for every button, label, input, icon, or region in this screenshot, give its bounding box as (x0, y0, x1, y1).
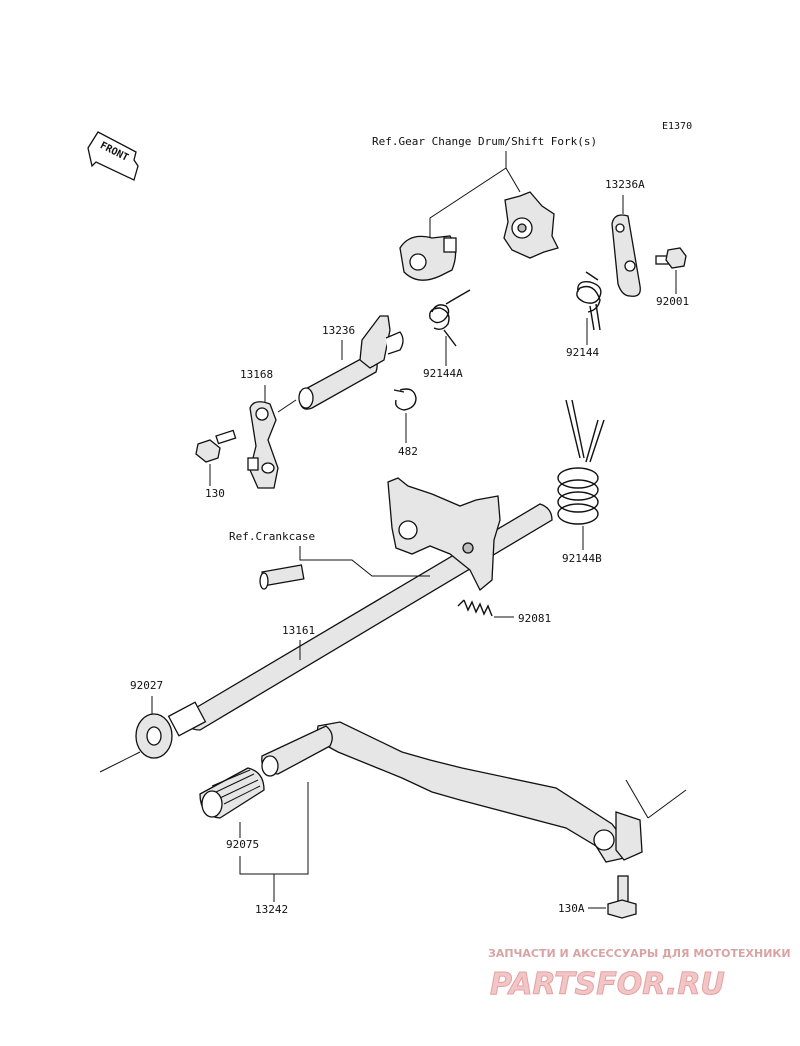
ref-gear-change-drum-label: Ref.Gear Change Drum/Shift Fork(s) (372, 135, 597, 148)
ref-gear-drum-leader (429, 151, 507, 248)
part-label-92075: 92075 (226, 838, 259, 851)
part-label-13236A: 13236A (605, 178, 645, 191)
part-92001 (655, 247, 687, 269)
part-label-92027: 92027 (130, 679, 163, 692)
part-92027 (135, 713, 173, 759)
part-label-13236: 13236 (322, 324, 355, 337)
part-92075 (199, 767, 265, 819)
part-92144A (429, 289, 471, 347)
part-130 (195, 429, 237, 463)
crankcase-pin-part (259, 564, 305, 590)
ref-crankcase-label: Ref.Crankcase (229, 530, 315, 543)
part-label-130A: 130A (558, 902, 585, 915)
part-label-482: 482 (398, 445, 418, 458)
front-arrow-icon: FRONT (87, 131, 139, 181)
part-13168 (247, 401, 279, 489)
watermark-caption: ЗАПЧАСТИ И АКСЕССУАРЫ ДЛЯ МОТОТЕХНИКИ (488, 947, 791, 960)
part-92144 (576, 271, 602, 331)
part-130A (607, 875, 637, 919)
part-13236A (611, 214, 641, 297)
part-label-13242: 13242 (255, 903, 288, 916)
part-label-92001: 92001 (656, 295, 689, 308)
ref-crankcase-leader (299, 546, 430, 577)
part-92081 (457, 599, 493, 617)
part-13242 (261, 721, 643, 863)
part-label-92144A: 92144A (423, 367, 463, 380)
part-13161 (167, 477, 553, 737)
part-label-92081: 92081 (518, 612, 551, 625)
part-482 (393, 388, 417, 411)
shift-drum-cam-part (399, 235, 457, 281)
shift-drum-star-part (503, 191, 559, 259)
part-92144B (557, 399, 605, 525)
part-label-92144: 92144 (566, 346, 599, 359)
diagram-code: E1370 (662, 121, 692, 132)
part-13236 (298, 315, 404, 410)
part-label-13161: 13161 (282, 624, 315, 637)
part-label-130: 130 (205, 487, 225, 500)
part-label-92144B: 92144B (562, 552, 602, 565)
part-label-13168: 13168 (240, 368, 273, 381)
watermark-logo: PARTSFOR.RU (490, 967, 725, 1002)
